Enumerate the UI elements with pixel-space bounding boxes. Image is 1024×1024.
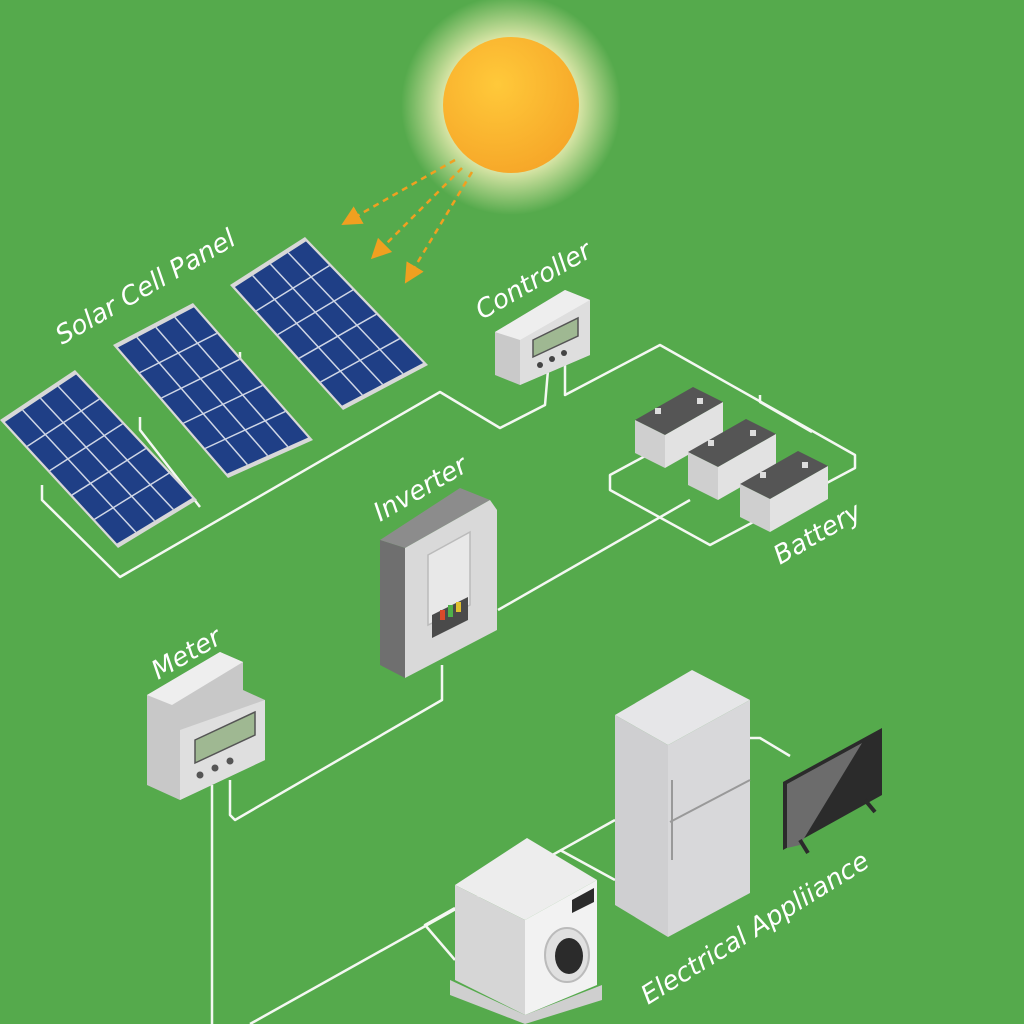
- solar-panel: [230, 237, 428, 410]
- solar-panels: [0, 237, 428, 548]
- wire-controller-battery: [563, 343, 857, 547]
- solar-panel: [113, 303, 313, 478]
- battery: [635, 387, 723, 468]
- controller-display: [532, 316, 579, 359]
- sun: [401, 0, 621, 215]
- wire-battery-link: [758, 395, 813, 434]
- sun-ray: [341, 158, 456, 225]
- refrigerator: [615, 670, 751, 937]
- battery: [740, 451, 828, 532]
- battery: [688, 419, 776, 500]
- wire-washer-left: [423, 906, 456, 961]
- batteries: [635, 387, 828, 532]
- sun-rays: [341, 158, 474, 284]
- wire-panel-2: [138, 417, 201, 508]
- washing-machine: [450, 838, 602, 1024]
- television: [783, 728, 882, 855]
- controller-device: [495, 290, 590, 385]
- wire-inverter-meter: [228, 665, 444, 822]
- wire-fridge-washer: [559, 848, 616, 882]
- sun-ray: [370, 167, 463, 260]
- meter-device: [147, 652, 265, 800]
- solar-panel: [0, 370, 197, 548]
- meter-display: [194, 710, 256, 765]
- wire-battery-inverter: [497, 498, 691, 612]
- wire-panels-bus: [40, 369, 550, 579]
- wire-fridge-tv: [750, 736, 791, 758]
- wiring: [40, 343, 857, 1024]
- inverter-device: [380, 488, 497, 678]
- sun-ray: [404, 171, 474, 284]
